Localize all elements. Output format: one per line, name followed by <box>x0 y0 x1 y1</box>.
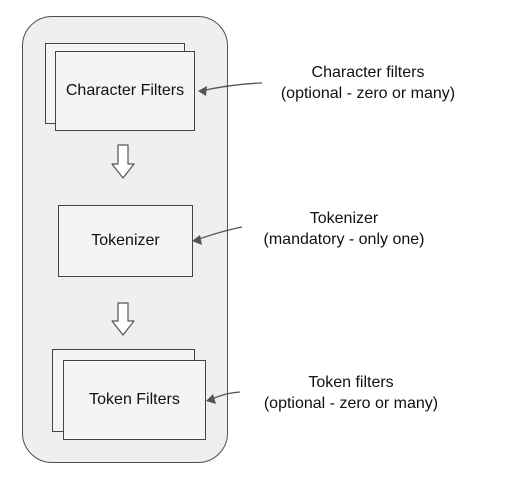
tokenizer-callout-title: Tokenizer <box>309 210 379 227</box>
character-filters-callout: Character filters (optional - zero or ma… <box>268 62 468 104</box>
character-filters-label: Character Filters <box>65 82 185 100</box>
token-filters-label: Token Filters <box>89 391 180 409</box>
tokenizer-label: Tokenizer <box>91 232 160 250</box>
tokenizer-box: Tokenizer <box>58 205 193 277</box>
token-filters-box: Token Filters <box>63 360 206 440</box>
character-filters-box: Character Filters <box>55 51 195 131</box>
token-filters-callout-detail: (optional - zero or many) <box>263 395 439 412</box>
token-filters-callout: Token filters (optional - zero or many) <box>251 372 451 414</box>
tokenizer-callout-detail: (mandatory - only one) <box>263 231 425 248</box>
character-filters-callout-detail: (optional - zero or many) <box>280 85 456 102</box>
character-filters-callout-title: Character filters <box>311 64 425 81</box>
tokenizer-callout: Tokenizer (mandatory - only one) <box>244 208 444 250</box>
token-filters-callout-title: Token filters <box>308 374 394 391</box>
